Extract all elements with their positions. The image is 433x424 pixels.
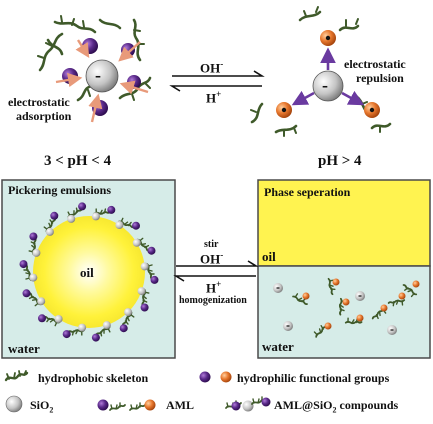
stir-label: stir [204,239,219,250]
oil-label-left: oil [80,265,94,280]
shell-compound [140,262,159,284]
shell-compound [62,323,87,339]
top-arrow-h-label: H+ [206,89,222,106]
shell-compound [19,260,38,282]
shell-compound [132,235,156,255]
middle-oh-label: OH- [200,250,224,267]
dispersed-particle [273,283,283,293]
shell-compound [137,287,152,312]
middle-equilibrium-arrows [173,260,259,282]
top-arrow-oh-label: OH- [200,59,224,76]
shell-compound [65,202,87,223]
shell-compound [26,232,41,257]
droplet-shell [19,202,159,342]
oil-droplet [33,216,145,328]
water-phase [257,265,431,359]
dispersed-particle [344,314,364,328]
shell-compound [41,211,60,236]
shell-compound [91,205,116,221]
water-label-right: water [262,339,294,354]
ph-right-label: pH > 4 [318,153,362,169]
top-equilibrium-arrows [169,70,265,92]
adsorption-label-1: electrostatic [8,95,70,109]
dispersed-particle [292,290,310,309]
dispersed-particle [334,297,350,317]
legend-icons [4,369,271,413]
phase-separation-title: Phase seperation [264,185,351,199]
repulsion-label-1: electrostatic [344,57,406,71]
adsorption-label-2: adsorption [16,109,72,123]
legend-sio2: SiO2 [30,398,54,415]
legend-hydrophobic: hydrophobic skeleton [38,371,149,385]
dispersed-particle [326,277,340,296]
shell-compound [91,321,113,342]
ph-left-label: 3 < pH < 4 [44,153,112,169]
water-label-left: water [8,341,40,356]
shell-compound [22,289,46,309]
adsorption-cluster [37,15,152,123]
dispersed-particle [387,292,406,308]
dispersed-particle [355,291,365,301]
oil-label-right: oil [262,249,276,264]
repulsion-cluster [250,6,392,137]
shell-compound [115,215,140,232]
pickering-title: Pickering emulsions [8,183,112,197]
dispersed-particle [387,325,397,335]
shell-compound [38,312,63,329]
oil-phase [257,179,431,267]
homogenization-label: homogenization [179,295,247,306]
dispersed-particle [311,322,332,338]
dispersed-particle [400,280,420,300]
repulsion-label-2: repulsion [356,71,404,85]
legend-compound: AML@SiO2 compounds [274,398,399,415]
core-charge-left: - [95,65,101,85]
dispersed-particle [283,321,293,331]
shell-compound [118,308,137,333]
core-charge-right: - [322,75,328,95]
legend-hydrophilic: hydrophilic functional groups [237,371,390,385]
dispersed-particles [273,277,420,338]
legend-aml: AML [166,398,194,412]
middle-h-label: H+ [206,279,222,296]
dispersed-particle [369,304,389,322]
